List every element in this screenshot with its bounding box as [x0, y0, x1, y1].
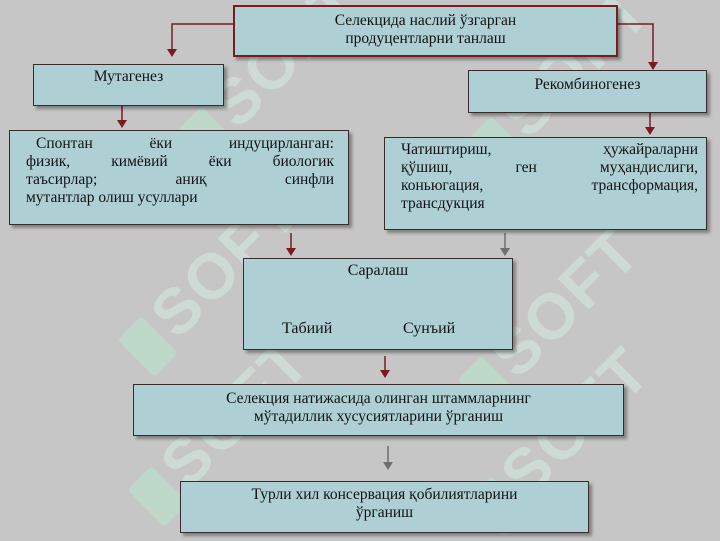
study-line2: мўтадиллик хусусиятларини ўрганиш — [253, 408, 504, 425]
study-box: Селекция натижасида олинган штаммларнинг… — [133, 384, 624, 436]
recombination-detail-line3: коньюгация, трансформация, — [401, 177, 698, 194]
recombinogenesis-box: Рекомбиногенез — [468, 70, 707, 113]
selection-natural-label: Табиий — [282, 320, 333, 337]
selection-artificial-label: Сунъий — [403, 320, 456, 337]
top-selection-box: Селекцида наслий ўзгарган продуцентларни… — [233, 5, 618, 57]
recombinogenesis-title: Рекомбиногенез — [534, 76, 641, 93]
mutagenesis-detail-line3: таъсирлар; аниқ синфли — [26, 171, 334, 188]
recombination-detail-line4: трансдукция — [401, 195, 485, 212]
conservation-box: Турли хил консервация қобилиятларини ўрг… — [180, 481, 589, 533]
mutagenesis-detail-line2: физик, кимёвий ёки биологик — [26, 153, 334, 170]
mutagenesis-box: Мутагенез — [33, 64, 224, 106]
selection-title: Саралаш — [347, 262, 409, 279]
top-box-line2: продуцентларни танлаш — [345, 30, 506, 47]
top-box-line1: Селекцида наслий ўзгарган — [334, 12, 517, 29]
selection-box — [243, 258, 513, 350]
mutagenesis-detail-line4: мутантлар олиш усуллари — [26, 189, 198, 206]
recombination-detail-box: Чатиштириш, ҳужайраларни қўшиш, ген муҳа… — [384, 137, 707, 230]
mutagenesis-title: Мутагенез — [93, 68, 164, 85]
arrow-top-to-mutagenesis — [171, 23, 233, 55]
study-line1: Селекция натижасида олинган штаммларнинг — [226, 390, 531, 407]
recombination-detail-line2: қўшиш, ген муҳандислиги, — [401, 159, 698, 176]
arrow-top-to-recombinogenesis — [618, 23, 654, 67]
recombination-detail-line1: Чатиштириш, ҳужайраларни — [401, 141, 698, 158]
conservation-line2: ўрганиш — [355, 504, 414, 521]
mutagenesis-detail-line1: Спонтан ёки индуцирланган: — [36, 135, 334, 152]
mutagenesis-detail-box: Спонтан ёки индуцирланган: физик, кимёви… — [9, 130, 349, 225]
conservation-line1: Турли хил консервация қобилиятларини — [251, 486, 518, 503]
